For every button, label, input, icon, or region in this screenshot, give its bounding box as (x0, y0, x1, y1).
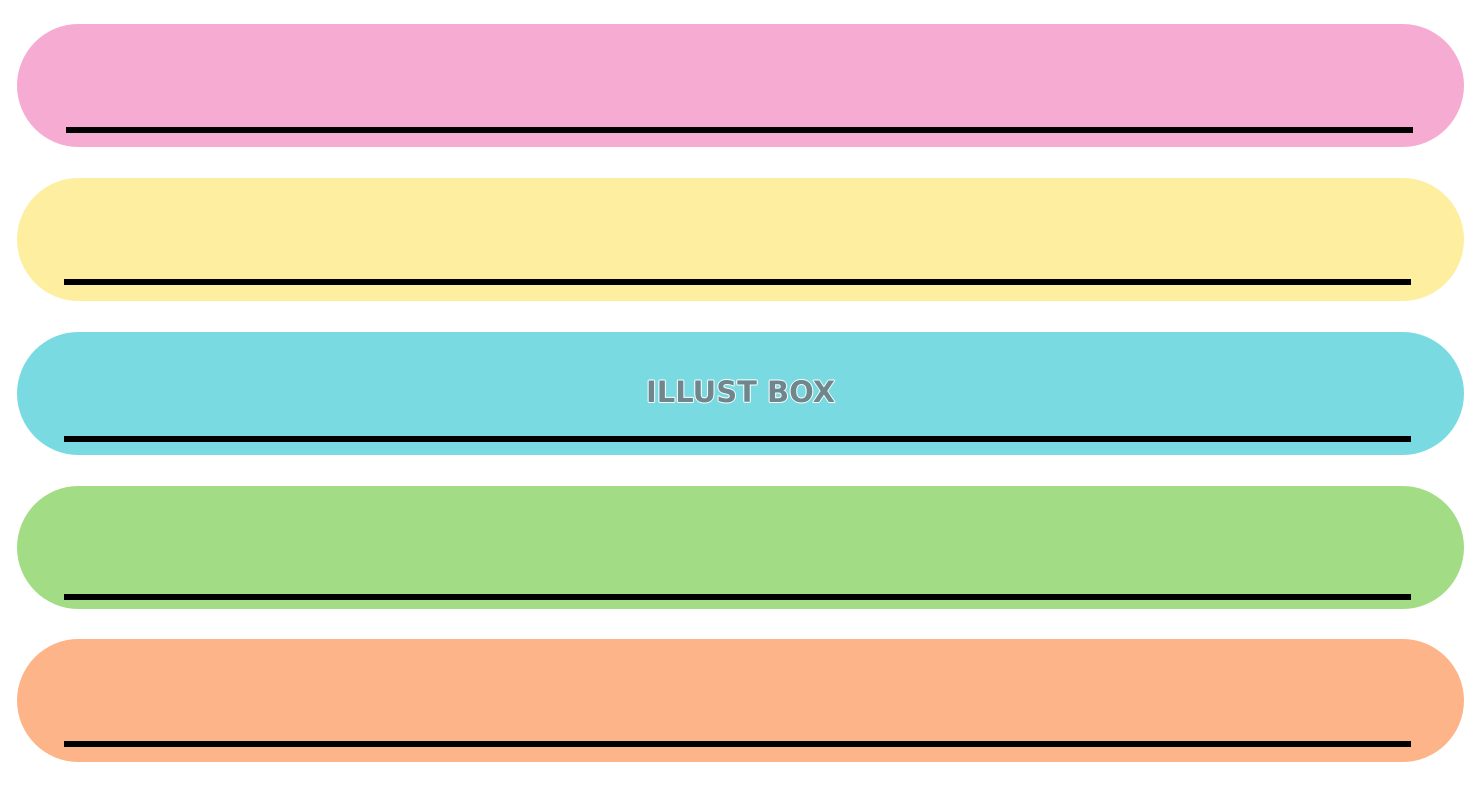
watermark-text: ILLUST BOX (645, 375, 836, 409)
writing-line (64, 741, 1411, 747)
writing-line (64, 594, 1411, 600)
writing-line (66, 127, 1413, 133)
writing-line (64, 436, 1411, 442)
orange-band (17, 639, 1464, 762)
pink-band (17, 24, 1464, 147)
green-band (17, 486, 1464, 609)
writing-line (64, 279, 1411, 285)
yellow-band (17, 178, 1464, 301)
cyan-band: ILLUST BOX (17, 332, 1464, 455)
